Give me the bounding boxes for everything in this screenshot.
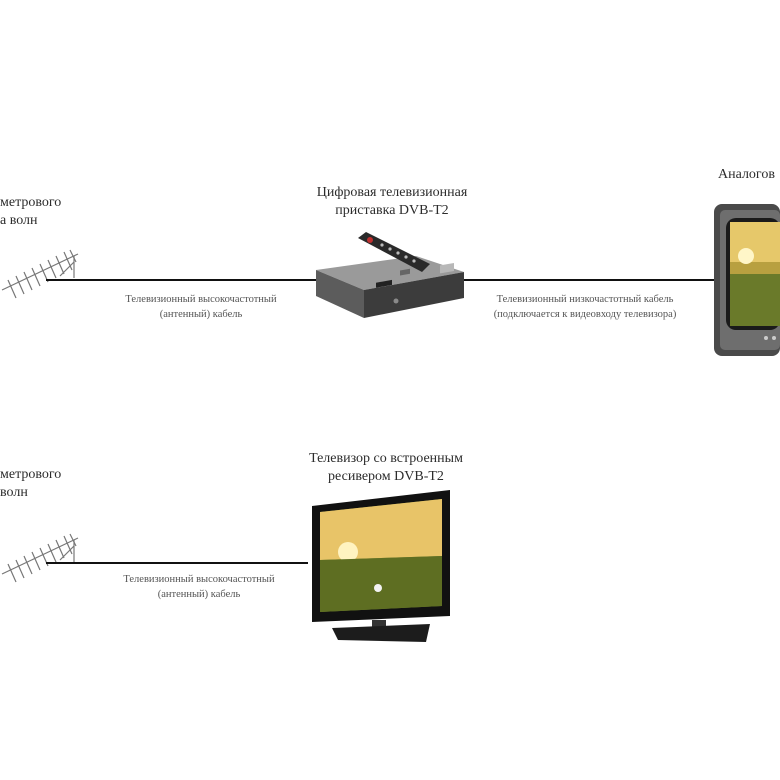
- dvb-t2-tv-label-line1: Телевизор со встроенным: [309, 451, 463, 466]
- flat-tv-icon: [308, 490, 454, 644]
- lf-cable-row1: [464, 279, 714, 281]
- stb-label-line1: Цифровая телевизионная: [316, 185, 468, 200]
- hf-cable-caption-line2: (антенный) кабель: [157, 589, 241, 600]
- lf-cable-caption-row1: Телевизионный низкочастотный кабель (под…: [460, 292, 710, 322]
- hf-cable-caption-row1: Телевизионный высокочастотный (антенный)…: [96, 292, 306, 322]
- antenna-label-line1: метрового: [0, 467, 62, 482]
- hf-cable-caption-line1: Телевизионный высокочастотный: [123, 574, 275, 585]
- lf-cable-caption-line1: Телевизионный низкочастотный кабель: [496, 294, 674, 305]
- dvb-t2-tv-label: Телевизор со встроенным ресивером DVB-T2: [286, 450, 486, 486]
- hf-cable-caption-line1: Телевизионный высокочастотный: [125, 294, 277, 305]
- antenna-icon: [0, 516, 82, 588]
- stb-label-line2: приставка DVB-T2: [335, 203, 449, 218]
- lf-cable-caption-line2: (подключается к видеовходу телевизора): [493, 309, 677, 320]
- analog-tv-label: Аналогов: [718, 167, 775, 182]
- antenna-label-line2: а волн: [0, 213, 38, 228]
- hf-cable-row1: [46, 279, 316, 281]
- analog-tv-icon: [712, 204, 780, 358]
- antenna-label-row1: метрового а волн: [0, 194, 61, 230]
- antenna-label-row2: метрового волн: [0, 466, 61, 502]
- hf-cable-caption-line2: (антенный) кабель: [159, 309, 243, 320]
- antenna-icon: [0, 232, 82, 304]
- hf-cable-caption-row2: Телевизионный высокочастотный (антенный)…: [94, 572, 304, 602]
- hf-cable-row2: [46, 562, 308, 564]
- stb-label: Цифровая телевизионная приставка DVB-T2: [292, 184, 492, 220]
- set-top-box-icon: [312, 228, 468, 320]
- antenna-label-line2: волн: [0, 485, 28, 500]
- antenna-label-line1: метрового: [0, 195, 62, 210]
- dvb-t2-tv-label-line2: ресивером DVB-T2: [328, 469, 444, 484]
